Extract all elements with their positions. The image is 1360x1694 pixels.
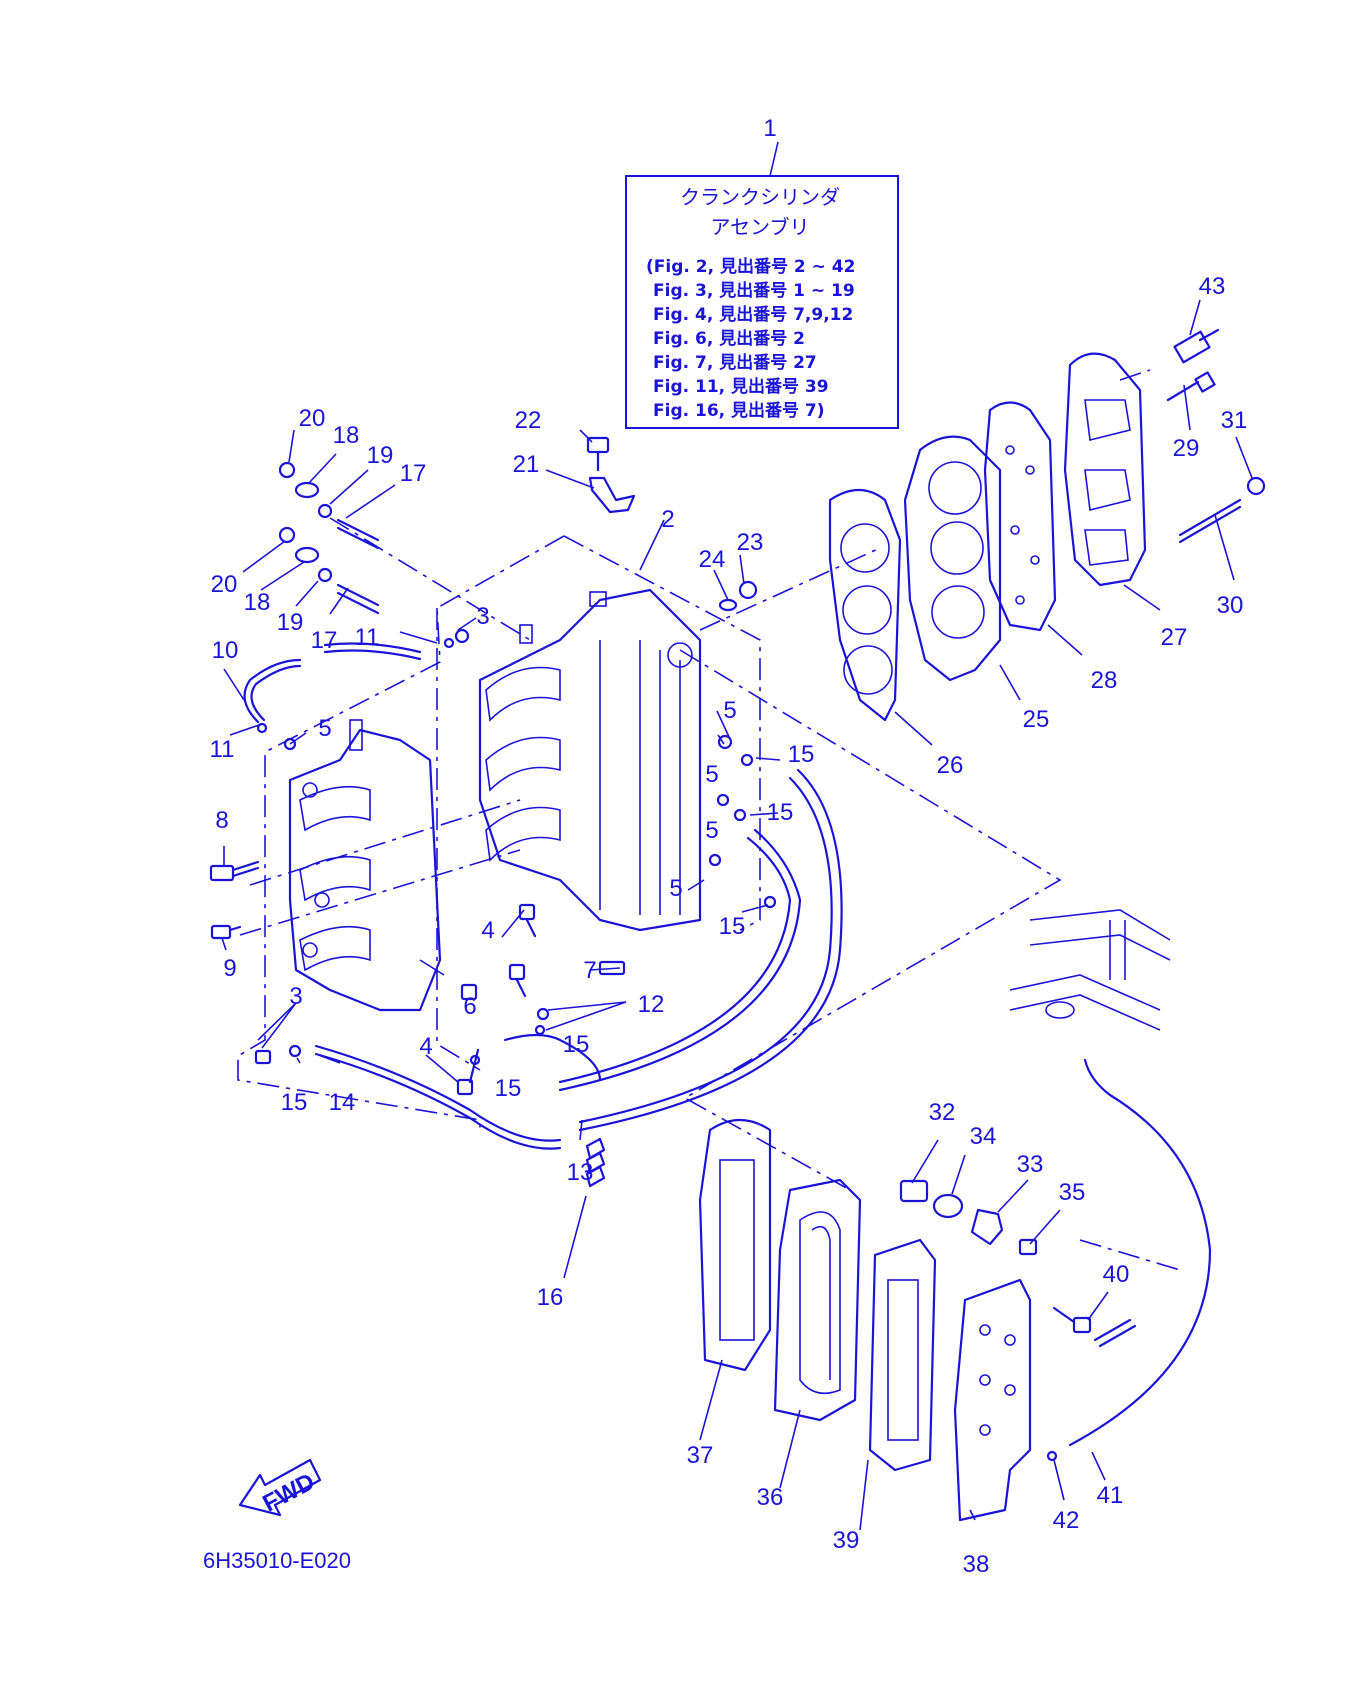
assembly-reference-box: 1 クランクシリンダ アセンブリ (Fig. 2, 見出番号 2 ~ 42 Fi…: [625, 115, 899, 429]
callout-22: 22: [515, 407, 542, 434]
callout-27: 27: [1161, 624, 1188, 651]
callout-5: 5: [669, 875, 682, 902]
callout-3: 3: [289, 983, 302, 1010]
callout-5: 5: [723, 697, 736, 724]
callout-41: 41: [1097, 1482, 1124, 1509]
assembly-ref-line: Fig. 4, 見出番号 7,9,12: [653, 304, 853, 325]
callout-19: 19: [367, 442, 394, 469]
callout-30: 30: [1217, 592, 1244, 619]
callout-3: 3: [476, 603, 489, 630]
exhaust-gasket: [698, 1119, 772, 1372]
assembly-title-line1: クランクシリンダ: [680, 185, 840, 209]
callout-labels: 2 3 3 4 4 5 5 5 5 5 6 7 8 9 10 11 11 12 …: [210, 273, 1248, 1578]
callout-42: 42: [1053, 1507, 1080, 1534]
callout-15: 15: [767, 799, 794, 826]
callout-8: 8: [215, 807, 228, 834]
callout-29: 29: [1173, 435, 1200, 462]
head-gasket: [828, 488, 902, 722]
callout-5: 5: [705, 817, 718, 844]
callout-38: 38: [963, 1551, 990, 1578]
callout-17: 17: [311, 627, 338, 654]
fwd-label: FWD: [258, 1468, 319, 1517]
cylinder-head: [903, 435, 1002, 682]
callout-19: 19: [277, 609, 304, 636]
callout-5: 5: [705, 761, 718, 788]
callout-20: 20: [211, 571, 238, 598]
callout-17: 17: [400, 460, 427, 487]
cylinder-head-cover: [1063, 352, 1147, 587]
callout-18: 18: [244, 589, 271, 616]
callout-15: 15: [563, 1031, 590, 1058]
drawing-code: 6H35010-E020: [203, 1548, 351, 1573]
callout-14: 14: [329, 1089, 356, 1116]
callout-6: 6: [463, 993, 476, 1020]
callout-20: 20: [299, 405, 326, 432]
hoses: [243, 642, 1212, 1447]
callout-36: 36: [757, 1484, 784, 1511]
callout-34: 34: [970, 1123, 997, 1150]
callout-35: 35: [1059, 1179, 1086, 1206]
exhaust-outer-cover: [953, 1278, 1032, 1522]
callout-1: 1: [763, 115, 776, 142]
assembly-ref-line: Fig. 7, 見出番号 27: [653, 352, 817, 373]
forward-direction-arrow: FWD: [238, 1458, 322, 1518]
callout-18: 18: [333, 422, 360, 449]
callout-11: 11: [210, 736, 235, 763]
assembly-ref-line: Fig. 11, 見出番号 39: [653, 376, 829, 397]
callout-15: 15: [788, 741, 815, 768]
callout-31: 31: [1221, 407, 1248, 434]
callout-15: 15: [719, 913, 746, 940]
callout-13: 13: [567, 1159, 594, 1186]
assembly-title-line2: アセンブリ: [711, 215, 810, 239]
assembly-ref-line: Fig. 3, 見出番号 1 ~ 19: [653, 280, 855, 301]
callout-28: 28: [1091, 667, 1118, 694]
callout-15: 15: [281, 1089, 308, 1116]
callout-11: 11: [355, 624, 380, 651]
callout-5: 5: [318, 715, 331, 742]
hardware: [209, 328, 1266, 1462]
callout-2: 2: [661, 506, 674, 533]
callout-39: 39: [833, 1527, 860, 1554]
assembly-ref-line: Fig. 16, 見出番号 7): [653, 400, 825, 421]
callout-40: 40: [1103, 1261, 1130, 1288]
callout-37: 37: [687, 1442, 714, 1469]
cylinder-block: [478, 588, 702, 932]
callout-21: 21: [513, 451, 540, 478]
callout-15: 15: [495, 1075, 522, 1102]
callout-16: 16: [537, 1284, 564, 1311]
callout-32: 32: [929, 1099, 956, 1126]
assembly-ref-line: (Fig. 2, 見出番号 2 ~ 42: [646, 256, 855, 277]
assembly-ref-line: Fig. 6, 見出番号 2: [653, 328, 805, 349]
head-cover-gasket: [983, 401, 1057, 632]
callout-26: 26: [937, 752, 964, 779]
exhaust-inner-cover: [773, 1178, 862, 1422]
crankcase-half: [288, 719, 442, 1012]
callout-12: 12: [638, 991, 665, 1018]
assembly-centerlines: [237, 369, 1181, 1271]
callout-33: 33: [1017, 1151, 1044, 1178]
callout-24: 24: [699, 546, 726, 573]
bracket-outline: [1009, 909, 1171, 1031]
callout-4: 4: [419, 1033, 432, 1060]
callout-9: 9: [223, 955, 236, 982]
leader-lines: [221, 299, 1253, 1531]
callout-7: 7: [583, 957, 596, 984]
callout-4: 4: [481, 917, 494, 944]
exhaust-gasket-2: [868, 1238, 937, 1472]
callout-23: 23: [737, 529, 764, 556]
callout-43: 43: [1199, 273, 1226, 300]
callout-10: 10: [212, 637, 239, 664]
callout-25: 25: [1023, 706, 1050, 733]
